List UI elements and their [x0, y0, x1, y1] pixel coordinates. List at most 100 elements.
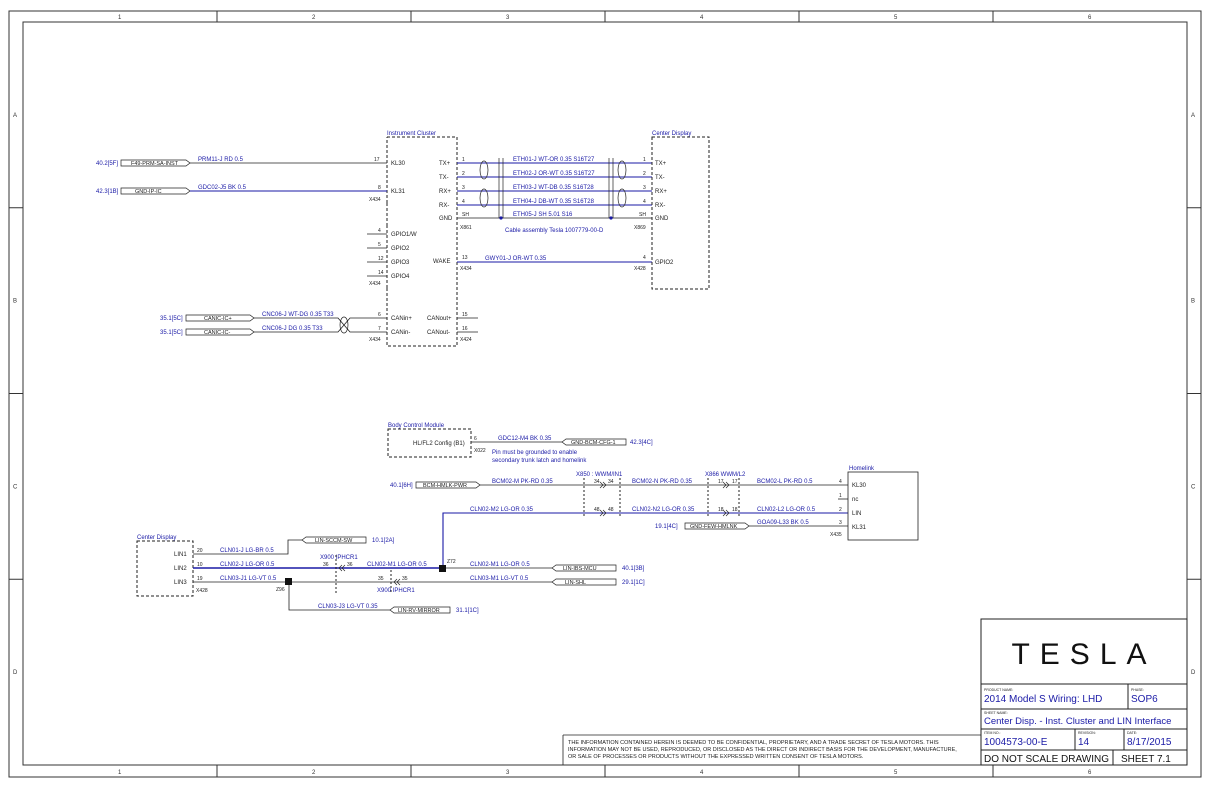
hmlk-conn: BCM-HMLK-PWR — [423, 483, 467, 489]
cd-top-x869: X869 — [634, 225, 646, 231]
cd-bot-lin1: LIN1 — [174, 552, 187, 558]
grid-col-top-5: 5 — [894, 15, 898, 21]
ic-eth-label-4: GND — [439, 216, 453, 222]
homelink-kl30: KL30 — [852, 483, 867, 489]
cd-top-pin-4: SH — [639, 212, 646, 218]
z72: Z72 — [447, 559, 456, 565]
homelink-pin-kl30: 4 — [839, 479, 842, 485]
p35a: 35 — [378, 576, 384, 582]
ic-wake-pin: 13 — [462, 255, 468, 261]
ic-kl30-conn: F49-PRM-SA-INST — [131, 161, 179, 167]
homelink-pin-lin: 2 — [839, 507, 842, 513]
bcm-conn: GND-BCM-CFG-1 — [571, 440, 616, 446]
item-no: 1004573-00-E — [984, 737, 1048, 748]
p36b: 36 — [347, 562, 353, 568]
ic-canin-m-label: CANin- — [391, 330, 410, 336]
lin-p34b: 34 — [608, 479, 614, 485]
ic-gpio-label-3: GPIO4 — [391, 274, 410, 280]
bcm-wire: GDC12-M4 BK 0.35 — [498, 436, 552, 442]
grid-row-left-C: C — [13, 484, 18, 490]
eth-wire-label-4: ETH05-J SH 5.01 S16 — [513, 212, 573, 218]
ic-kl30-ref: 40.2[5F] — [96, 161, 118, 167]
ic-canin-m-conn: CANIC-IC- — [204, 330, 230, 336]
cd-top-pin-1: 2 — [643, 171, 646, 177]
cd-top-pin-label-4: GND — [655, 216, 669, 222]
ic-eth-label-2: RX+ — [439, 189, 451, 195]
lin-p48a: 48 — [594, 507, 600, 513]
cd-top-pin-0: 1 — [643, 157, 646, 163]
gnd-conn: GND-FEW-HMLNK — [690, 524, 738, 530]
grid-row-left-B: B — [13, 299, 17, 305]
product-name: 2014 Model S Wiring: LHD — [984, 694, 1102, 705]
ic-kl30-pin: 17 — [374, 157, 380, 163]
lin-homelink-network: 40.1[6H] BCM-HMLK-PWR BCM02-M PK-RD 0.35… — [390, 466, 919, 569]
revision: 14 — [1078, 737, 1090, 748]
date-label: DATE: — [1127, 731, 1137, 735]
ic-canin-p-pin: 6 — [378, 312, 381, 318]
w-m1b: CLN02-M1 LG-OR 0.5 — [470, 562, 530, 568]
grid-col-bottom-3: 3 — [506, 770, 510, 776]
grid-col-top-6: 6 — [1088, 15, 1092, 21]
cd-bot-x: X428 — [196, 588, 208, 594]
cd-top-gpio-conn: X428 — [634, 266, 646, 272]
sheet-number: SHEET 7.1 — [1121, 754, 1171, 765]
grid-col-bottom-1: 1 — [118, 770, 122, 776]
cd-top-pin-3: 4 — [643, 199, 646, 205]
ic-gpio-pin-2: 12 — [378, 256, 384, 262]
ic-canin-p-label: CANin+ — [391, 316, 412, 322]
bcm-pin: 6 — [474, 436, 477, 442]
z96: Z96 — [276, 587, 285, 593]
ic-canout-p-label: CANout+ — [427, 316, 452, 322]
ibs-conn: LIN-IBS-MCU — [563, 566, 597, 572]
ic-x434-b: X434 — [369, 281, 381, 287]
confidential-notice: THE INFORMATION CONTAINED HEREIN IS DEEM… — [562, 734, 981, 765]
cd-bot-title: Center Display — [137, 535, 176, 541]
cd-top-title: Center Display — [652, 131, 691, 137]
lin-x850: X850 : WWM/IN1 — [576, 472, 623, 478]
ic-canin-m-ref: 35.1[5C] — [160, 330, 183, 336]
ic-kl31-conn: GND-IP-IC — [135, 189, 162, 195]
sheet-name-label: SHEET NAME: — [984, 711, 1008, 715]
homelink-pin-nc: 1 — [839, 493, 842, 499]
cd-bot-w3: CLN03-J1 LG-VT 0.5 — [220, 576, 277, 582]
hmlk-ref: 40.1[6H] — [390, 483, 413, 489]
cable-note: Cable assembly Tesla 1007779-00-D — [505, 228, 604, 234]
grid-col-top-4: 4 — [700, 15, 704, 21]
ic-eth-label-1: TX- — [439, 175, 449, 181]
grid-row-right-B: B — [1191, 299, 1195, 305]
sheet-name: Center Disp. - Inst. Cluster and LIN Int… — [984, 716, 1171, 727]
bcm-title: Body Control Module — [388, 423, 445, 429]
ic-kl30-label: KL30 — [391, 161, 406, 167]
cd-bot-w1: CLN01-J LG-BR 0.5 — [220, 548, 274, 554]
ic-gpio-pin-1: 5 — [378, 242, 381, 248]
do-not-scale: DO NOT SCALE DRAWING — [984, 754, 1109, 765]
ic-gpio-pin-3: 14 — [378, 270, 384, 276]
homelink-x: X435 — [830, 532, 842, 538]
lin-p18b: 18 — [732, 507, 738, 513]
bcm-note1: Pin must be grounded to enable — [492, 450, 578, 456]
shl-ref: 29.1[1C] — [622, 580, 645, 586]
cd-top-gpio-pin: 4 — [643, 255, 646, 261]
shl-conn: LIN-SHL — [565, 580, 586, 586]
eth-wire-label-3: ETH04-J DB-WT 0.35 S16T28 — [513, 199, 595, 205]
ibs-ref: 40.1[3B] — [622, 566, 645, 572]
grid-col-bottom-4: 4 — [700, 770, 704, 776]
instrument-cluster: Instrument Cluster 40.2[5F] F49-PRM-SA-I… — [96, 131, 478, 347]
wake-wire: GWY01-J OR-WT 0.35 — [485, 256, 547, 262]
lin-p17a: 17 — [718, 479, 724, 485]
grid-col-top-3: 3 — [506, 15, 510, 21]
ic-gpio-label-2: GPIO3 — [391, 260, 410, 266]
cd-top-pin-label-0: TX+ — [655, 161, 667, 167]
notice-line-3: OR SALE OF PROCESSES OR PRODUCTS WITHOUT… — [568, 754, 864, 760]
cd-top-pin-label-2: RX+ — [655, 189, 667, 195]
lin-w7: GOA09-L33 BK 0.5 — [757, 520, 809, 526]
cd-top-gpio-label: GPIO2 — [655, 260, 674, 266]
ic-gpio-pin-0: 4 — [378, 228, 381, 234]
cd-bot-pin19: 19 — [197, 576, 203, 582]
mirr-conn: LIN-RV-MIRROR — [398, 608, 440, 614]
ic-canout-m-label: CANout- — [427, 330, 450, 336]
item-label: ITEM NO.: — [984, 731, 1001, 735]
